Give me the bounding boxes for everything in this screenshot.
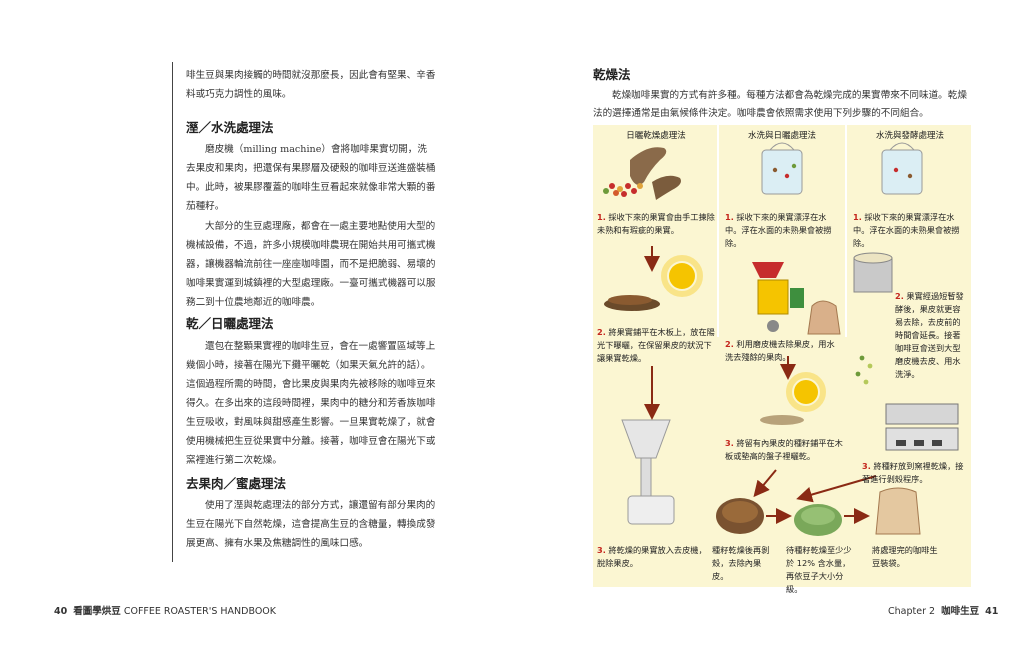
fermentation-tank-illustration: [881, 142, 923, 195]
left-book-title-en: COFFEE ROASTER'S HANDBOOK: [123, 606, 276, 617]
drying-cherries-pile: [604, 295, 660, 311]
right-footer: Chapter 2 咖啡生豆 41: [888, 603, 998, 617]
hulling-machine-illustration: [621, 419, 675, 525]
step-c2-3: 3. 將留有內果皮的種籽鋪平在木板或墊高的盤子裡曬乾。: [725, 438, 843, 461]
drying-intro: 乾燥咖啡果實的方式有許多種。每種方法都會為乾燥完成的果實帶來不同味道。乾燥法的選…: [593, 90, 967, 119]
step-c3-1: 1. 採收下來的果實漂浮在水中。浮在水面的未熟果會被撈除。: [853, 212, 960, 248]
sun-icon: [786, 372, 826, 412]
dry-heading: 乾／日曬處理法: [186, 316, 274, 331]
caption-grading: 待種籽乾燥至少少於 12% 含水量，再依豆子大小分級。: [786, 545, 852, 594]
washing-spray-illustration: [855, 355, 873, 385]
column-divider: [845, 125, 847, 337]
left-footer: 40 看圖學烘豆 COFFEE ROASTER'S HANDBOOK: [54, 603, 276, 617]
caption-bagging: 將處理完的咖啡生豆裝袋。: [872, 545, 938, 568]
pulp-section: 使用了溼與乾處理法的部分方式，讓還留有部分果肉的生豆在陽光下自然乾燥，這會提高生…: [186, 496, 436, 553]
fermentation-vat-illustration: [853, 252, 893, 293]
step-c1-1: 1. 採收下來的果實會由手工揀除未熟和有瑕疵的果實。: [597, 212, 715, 235]
step-c2-2: 2. 利用磨皮機去除果皮，用水洗去殘餘的果肉。: [725, 339, 835, 362]
drying-title: 乾燥法: [593, 67, 631, 82]
graded-green-beans: [794, 504, 842, 536]
drying-kiln-illustration: [885, 403, 959, 451]
left-book-title: 看圖學烘豆: [73, 606, 121, 617]
wash-heading: 溼／水洗處理法: [186, 120, 274, 135]
washing-tank-illustration: [761, 142, 803, 195]
pulp-paragraph-1: 使用了溼與乾處理法的部分方式，讓還留有部分果肉的生豆在陽光下自然乾燥，這會提高生…: [186, 500, 436, 549]
pulp-heading: 去果肉／蜜處理法: [186, 476, 287, 491]
column-header-washed-sun: 水洗與日曬處理法: [747, 131, 816, 141]
left-page-number: 40: [54, 606, 68, 617]
left-intro-paragraph: 啡生豆與果肉接觸的時間就沒那麼長，因此會有堅果、辛香料或巧克力調性的風味。: [186, 70, 436, 100]
step-c2-1: 1. 採收下來的果實漂浮在水中。浮在水面的未熟果會被撈除。: [725, 212, 832, 248]
hulled-beans-pile: [716, 498, 764, 534]
caption-hulled-beans: 種籽乾燥後再剝殼，去除內果皮。: [712, 545, 770, 581]
pulping-machine-illustration: [752, 262, 804, 332]
step-c3-3: 3. 將種籽放到窯裡乾燥，接著進行剝殼程序。: [862, 461, 964, 484]
wash-section: 磨皮機（milling machine）會將咖啡果實切開，洗去果皮和果肉，把還保…: [186, 140, 436, 312]
column-divider: [717, 125, 719, 337]
step-c1-3: 3. 將乾燥的果實放入去皮機，脫除果皮。: [597, 545, 707, 568]
bagged-green-coffee: [875, 487, 921, 535]
chapter-title: 咖啡生豆: [941, 606, 980, 617]
wash-paragraph-2: 大部分的生豆處理廠，都會在一處主要地點使用大型的機械設備，不過，許多小規模咖啡農…: [186, 221, 436, 308]
step-c3-2: 2. 果實經過短暫發酵後，果皮就更容易去除，去皮前的時間會延長。接著咖啡豆會送到…: [895, 291, 964, 379]
column-header-sun-dried: 日曬乾燥處理法: [626, 131, 686, 141]
hand-sorting-illustration: [603, 147, 681, 200]
left-margin-rule: [172, 62, 173, 562]
sun-icon: [661, 255, 703, 297]
column-header-washed-ferment: 水洗與發酵處理法: [875, 131, 944, 141]
dry-section: 還包在整顆果實裡的咖啡生豆，會在一處響置區域等上幾個小時，接著在陽光下攤平曬乾（…: [186, 337, 436, 470]
drying-beans-pile: [760, 415, 804, 425]
right-page-number: 41: [985, 606, 999, 617]
wash-paragraph-1: 磨皮機（milling machine）會將咖啡果實切開，洗去果皮和果肉，把還保…: [186, 144, 436, 212]
chapter-label: Chapter 2: [888, 606, 936, 617]
step-c1-2: 2. 將果實鋪平在木板上，放在陽光下曝曬，在保留果皮的狀況下讓果實乾燥。: [597, 327, 715, 363]
coffee-sack-illustration: [807, 300, 841, 335]
dry-paragraph-1: 還包在整顆果實裡的咖啡生豆，會在一處響置區域等上幾個小時，接著在陽光下攤平曬乾（…: [186, 341, 436, 466]
